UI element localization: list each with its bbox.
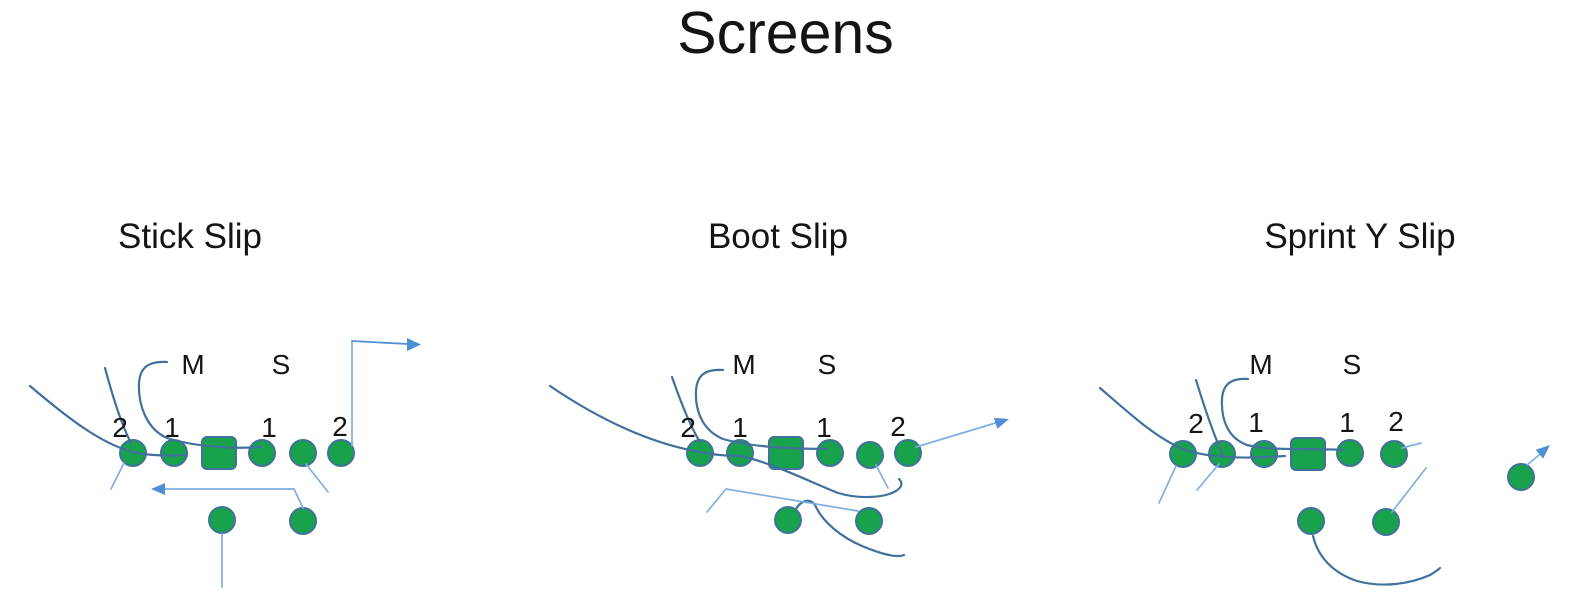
play-title: Stick Slip	[118, 217, 262, 256]
diagram-stick-slip: M S 2 1 1 2	[28, 338, 421, 588]
mike-label: M	[732, 349, 755, 380]
quarterback-circle	[1297, 507, 1325, 535]
route-path-seam-out	[915, 420, 1003, 448]
route-path-release-left	[110, 462, 125, 490]
lineman-circle	[327, 439, 355, 467]
flanker-circle	[1507, 463, 1535, 491]
count-label: 1	[1248, 407, 1264, 438]
mike-label: M	[1249, 349, 1272, 380]
count-label: 2	[890, 411, 906, 442]
route-path-release-right	[305, 463, 329, 493]
quarterback-circle	[774, 506, 802, 534]
arrowhead-left-icon	[151, 483, 165, 495]
route-path-steep	[670, 375, 702, 444]
route-path-corner-out	[351, 340, 409, 345]
route-path-sweep-cross	[548, 384, 903, 499]
diagram-boot-slip: M S 2 1 1 2	[548, 349, 1009, 558]
route-path-long-diagonal	[706, 488, 859, 513]
route-path-swing-left	[162, 488, 304, 509]
lineman-circle	[856, 441, 884, 469]
route-path-sweep	[28, 384, 188, 457]
route-path-steep	[1194, 378, 1225, 457]
lineman-circle	[248, 439, 276, 467]
arrowhead-right-icon	[407, 338, 421, 351]
count-label: 2	[680, 412, 696, 443]
center-square	[1290, 437, 1326, 471]
count-label: 1	[1339, 407, 1355, 438]
route-path-steep	[103, 366, 133, 445]
arrowhead-upright-icon	[994, 417, 1009, 429]
route-path-boot-squiggle	[794, 499, 906, 558]
route-path-mike-hook	[694, 368, 829, 451]
route-path-sweep	[1098, 386, 1287, 459]
center-square	[768, 436, 804, 470]
mike-label: M	[181, 349, 204, 380]
running-back-circle	[855, 507, 883, 535]
sam-label: S	[272, 349, 291, 380]
route-path-release-left	[1196, 463, 1220, 491]
sam-label: S	[818, 349, 837, 380]
arrowhead-upright-icon	[1535, 445, 1550, 459]
count-label: 2	[112, 412, 128, 443]
lineman-circle	[289, 439, 317, 467]
count-label: 1	[816, 412, 832, 443]
route-path-release-left	[1158, 465, 1177, 504]
center-square	[201, 436, 237, 470]
lineman-circle	[1250, 440, 1278, 468]
count-label: 2	[1188, 408, 1204, 439]
count-label: 1	[261, 412, 277, 443]
lineman-circle	[816, 439, 844, 467]
lineman-circle	[1380, 440, 1408, 468]
count-label: 1	[164, 412, 180, 443]
route-path-release-right	[875, 464, 889, 489]
count-label: 1	[732, 412, 748, 443]
count-label: 2	[1388, 406, 1404, 437]
route-path-back-release	[1391, 467, 1427, 513]
lineman-circle	[726, 439, 754, 467]
lineman-circle	[1169, 440, 1197, 468]
route-path-mike-hook	[137, 360, 263, 449]
sam-label: S	[1343, 349, 1362, 380]
slide-title: Screens	[677, 0, 894, 66]
route-path-mike-hook	[1220, 377, 1346, 452]
play-title: Sprint Y Slip	[1264, 217, 1456, 256]
running-back-circle	[289, 507, 317, 535]
lineman-circle	[894, 439, 922, 467]
lineman-circle	[1336, 439, 1364, 467]
quarterback-circle	[208, 506, 236, 534]
count-label: 2	[332, 411, 348, 442]
diagram-sprint-y-slip: M S 2 1 1 2	[1098, 349, 1550, 586]
play-title: Boot Slip	[707, 217, 849, 256]
lineman-circle	[160, 439, 188, 467]
route-path-sprint-curl	[1311, 534, 1442, 586]
route-path-release-right	[1401, 442, 1422, 449]
running-back-circle	[1372, 508, 1400, 536]
